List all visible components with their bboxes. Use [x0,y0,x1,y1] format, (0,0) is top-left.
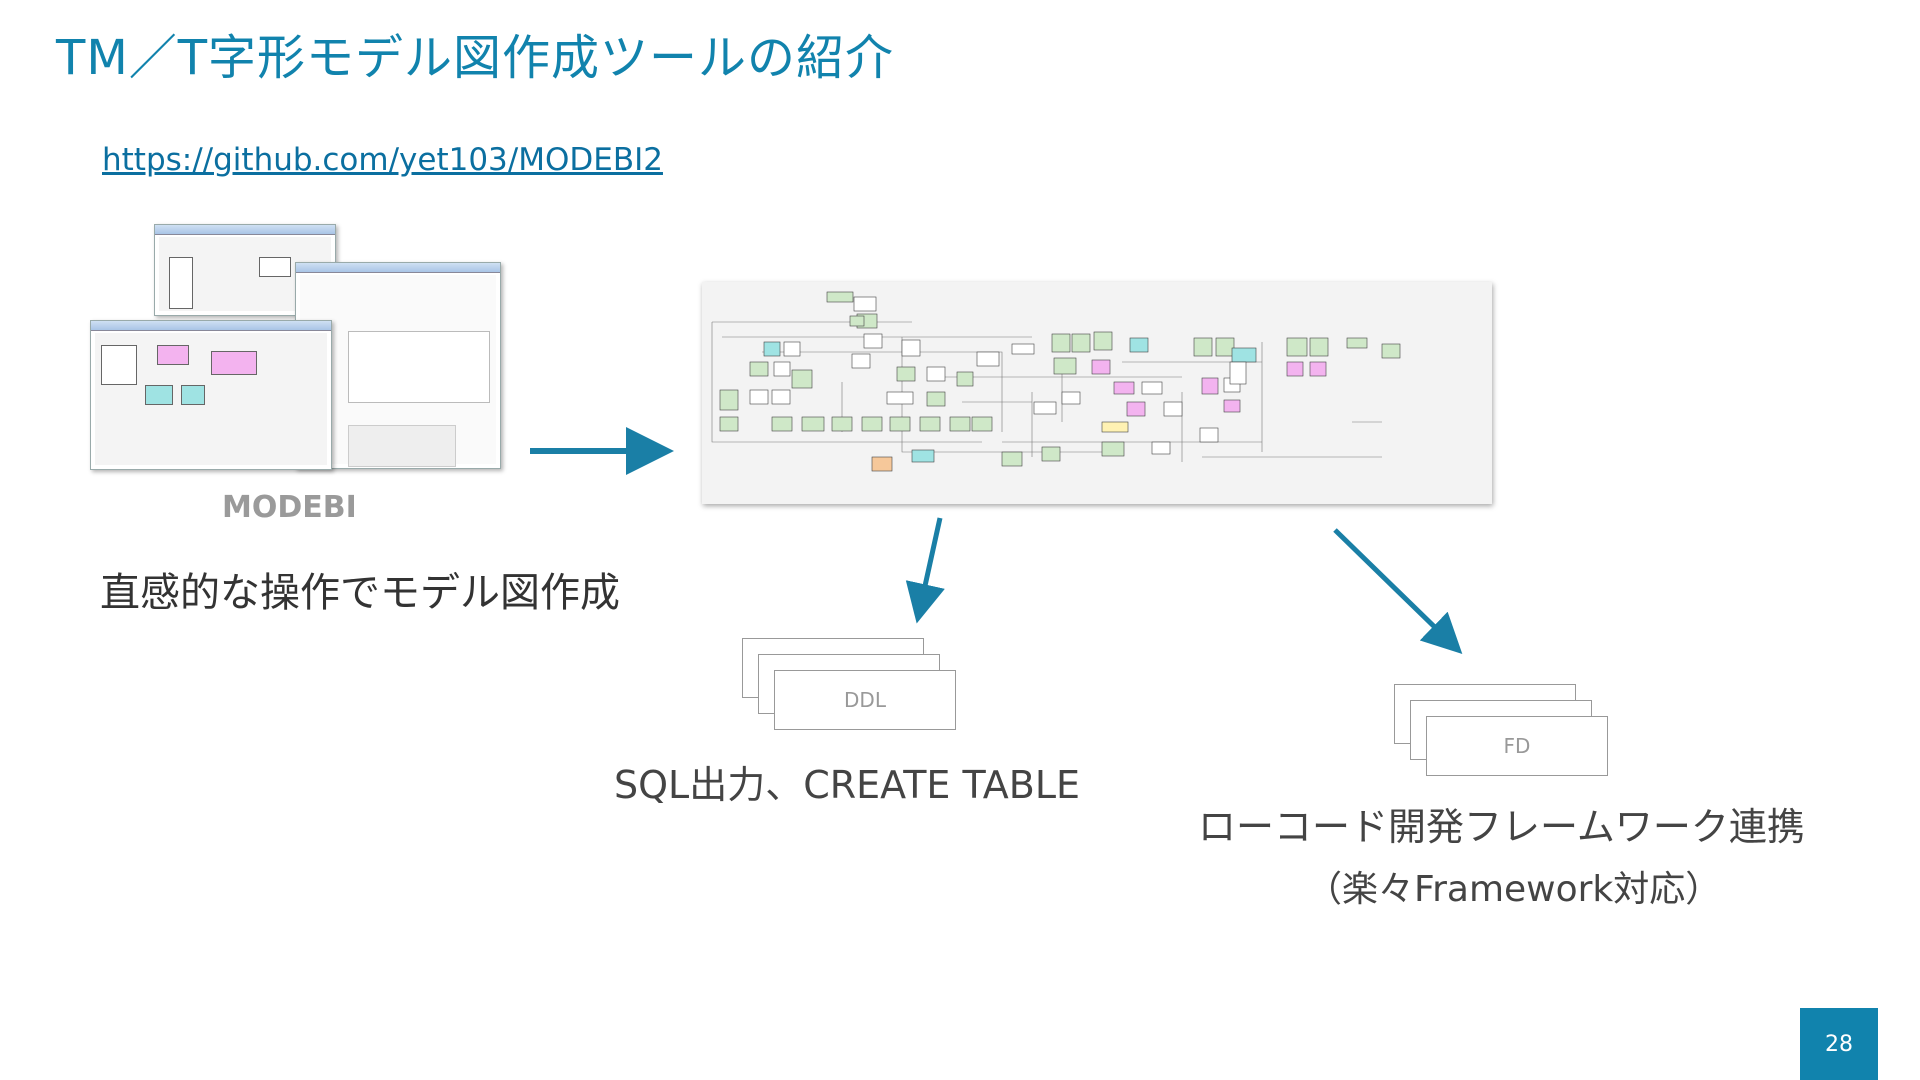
model-diagram-screenshot [702,282,1492,504]
modebi-screenshots [90,224,501,470]
fd-label: FD [1503,734,1531,758]
fd-card-front: FD [1426,716,1608,776]
github-link[interactable]: https://github.com/yet103/MODEBI2 [102,142,663,178]
arrow-to-fd [1333,528,1463,654]
slide-title: TM／T字形モデル図作成ツールの紹介 [56,30,895,86]
modebi-window-front [90,320,332,470]
modebi-caption: 直感的な操作でモデル図作成 [100,570,620,616]
page-number: 28 [1800,1008,1878,1080]
model-diagram [711,291,1401,472]
sql-caption: SQL出力、CREATE TABLE [614,763,1081,807]
framework-caption: （楽々Framework対応） [1306,869,1722,910]
arrow-to-ddl [905,517,945,624]
modebi-label: MODEBI [222,490,357,525]
lowcode-caption: ローコード開発フレームワーク連携 [1198,805,1805,849]
ddl-card-front: DDL [774,670,956,730]
ddl-label: DDL [844,688,886,712]
